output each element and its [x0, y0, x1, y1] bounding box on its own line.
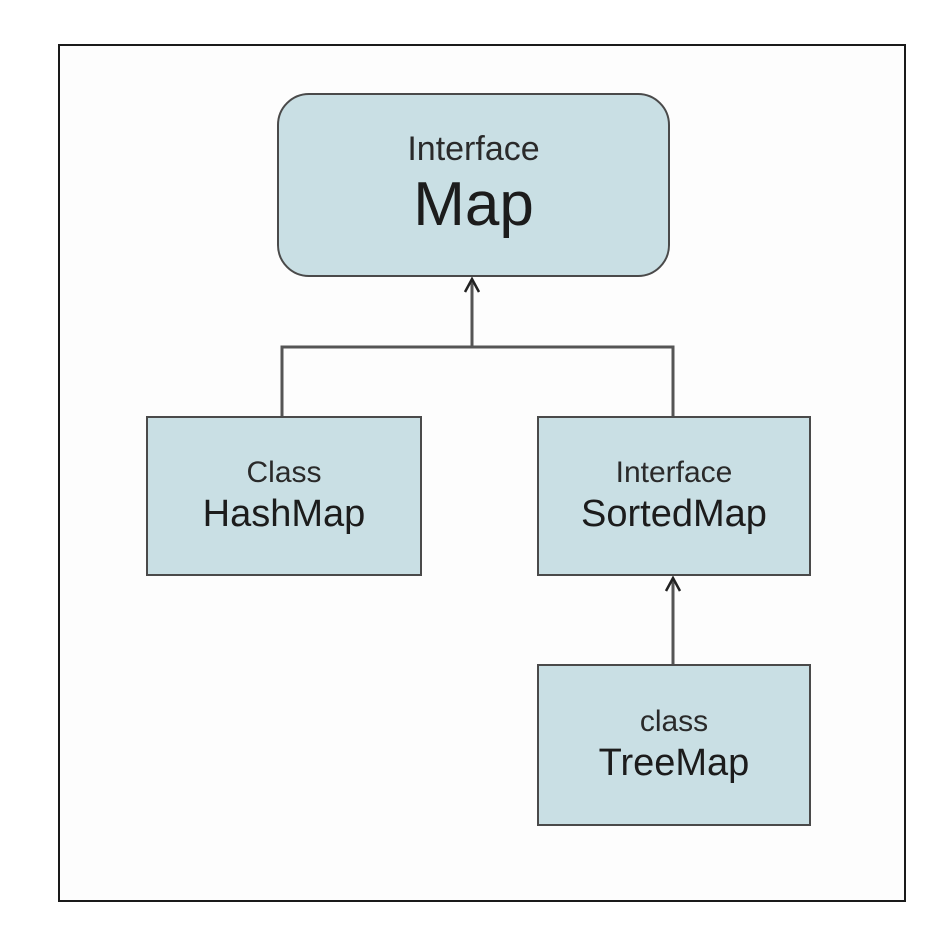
node-kind-label: Interface	[615, 456, 733, 489]
node-name-label: TreeMap	[598, 742, 750, 784]
node-interface-sortedmap: Interface SortedMap	[537, 416, 811, 576]
node-name-label: SortedMap	[581, 493, 767, 535]
node-name-label: HashMap	[202, 493, 366, 535]
node-class-hashmap: Class HashMap	[146, 416, 422, 576]
edge-hashmap-to-map	[280, 345, 675, 416]
node-kind-label: class	[639, 705, 709, 738]
node-kind-label: Interface	[407, 130, 540, 168]
node-name-label: Map	[413, 170, 534, 239]
node-kind-label: Class	[246, 456, 322, 489]
node-interface-map: Interface Map	[277, 93, 670, 277]
arrowhead-map-icon	[463, 276, 481, 293]
arrowhead-sortedmap-icon	[664, 575, 682, 592]
node-class-treemap: class TreeMap	[537, 664, 811, 826]
